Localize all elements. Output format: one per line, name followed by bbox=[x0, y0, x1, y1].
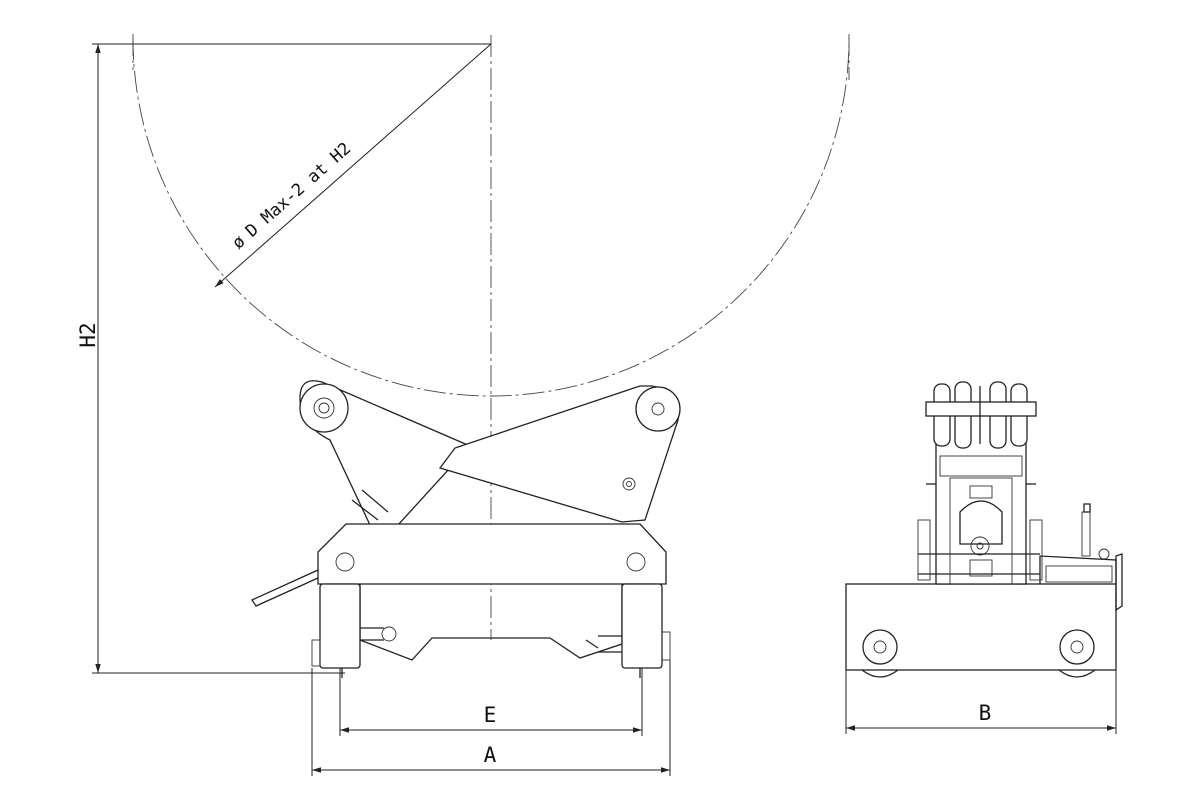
diameter-symbol: ø bbox=[228, 232, 249, 254]
side-width-label: B bbox=[979, 701, 992, 725]
left-wheel-block bbox=[319, 583, 361, 669]
base-frame bbox=[317, 523, 667, 585]
outer-width-dimension: A bbox=[311, 660, 671, 776]
left-roller-wheel bbox=[299, 383, 349, 433]
side-wheel-right bbox=[1059, 629, 1095, 665]
diameter-dimension: ø D Max-2 at H2 bbox=[214, 43, 492, 288]
side-view-assembly bbox=[845, 381, 1123, 678]
height-label: H2 bbox=[76, 322, 100, 347]
right-roller-wheel bbox=[635, 386, 681, 432]
front-view-roller-assembly bbox=[251, 380, 681, 678]
side-wheel-left bbox=[862, 629, 898, 665]
side-width-dimension: B bbox=[845, 670, 1117, 734]
outer-width-label: A bbox=[484, 743, 497, 767]
vessel-outline bbox=[132, 34, 850, 397]
inner-width-dimension: E bbox=[339, 668, 643, 736]
right-wheel-block bbox=[621, 583, 663, 669]
height-dimension: H2 bbox=[76, 43, 491, 674]
diameter-label: D Max-2 at H2 bbox=[242, 139, 355, 242]
inner-width-label: E bbox=[484, 703, 497, 727]
